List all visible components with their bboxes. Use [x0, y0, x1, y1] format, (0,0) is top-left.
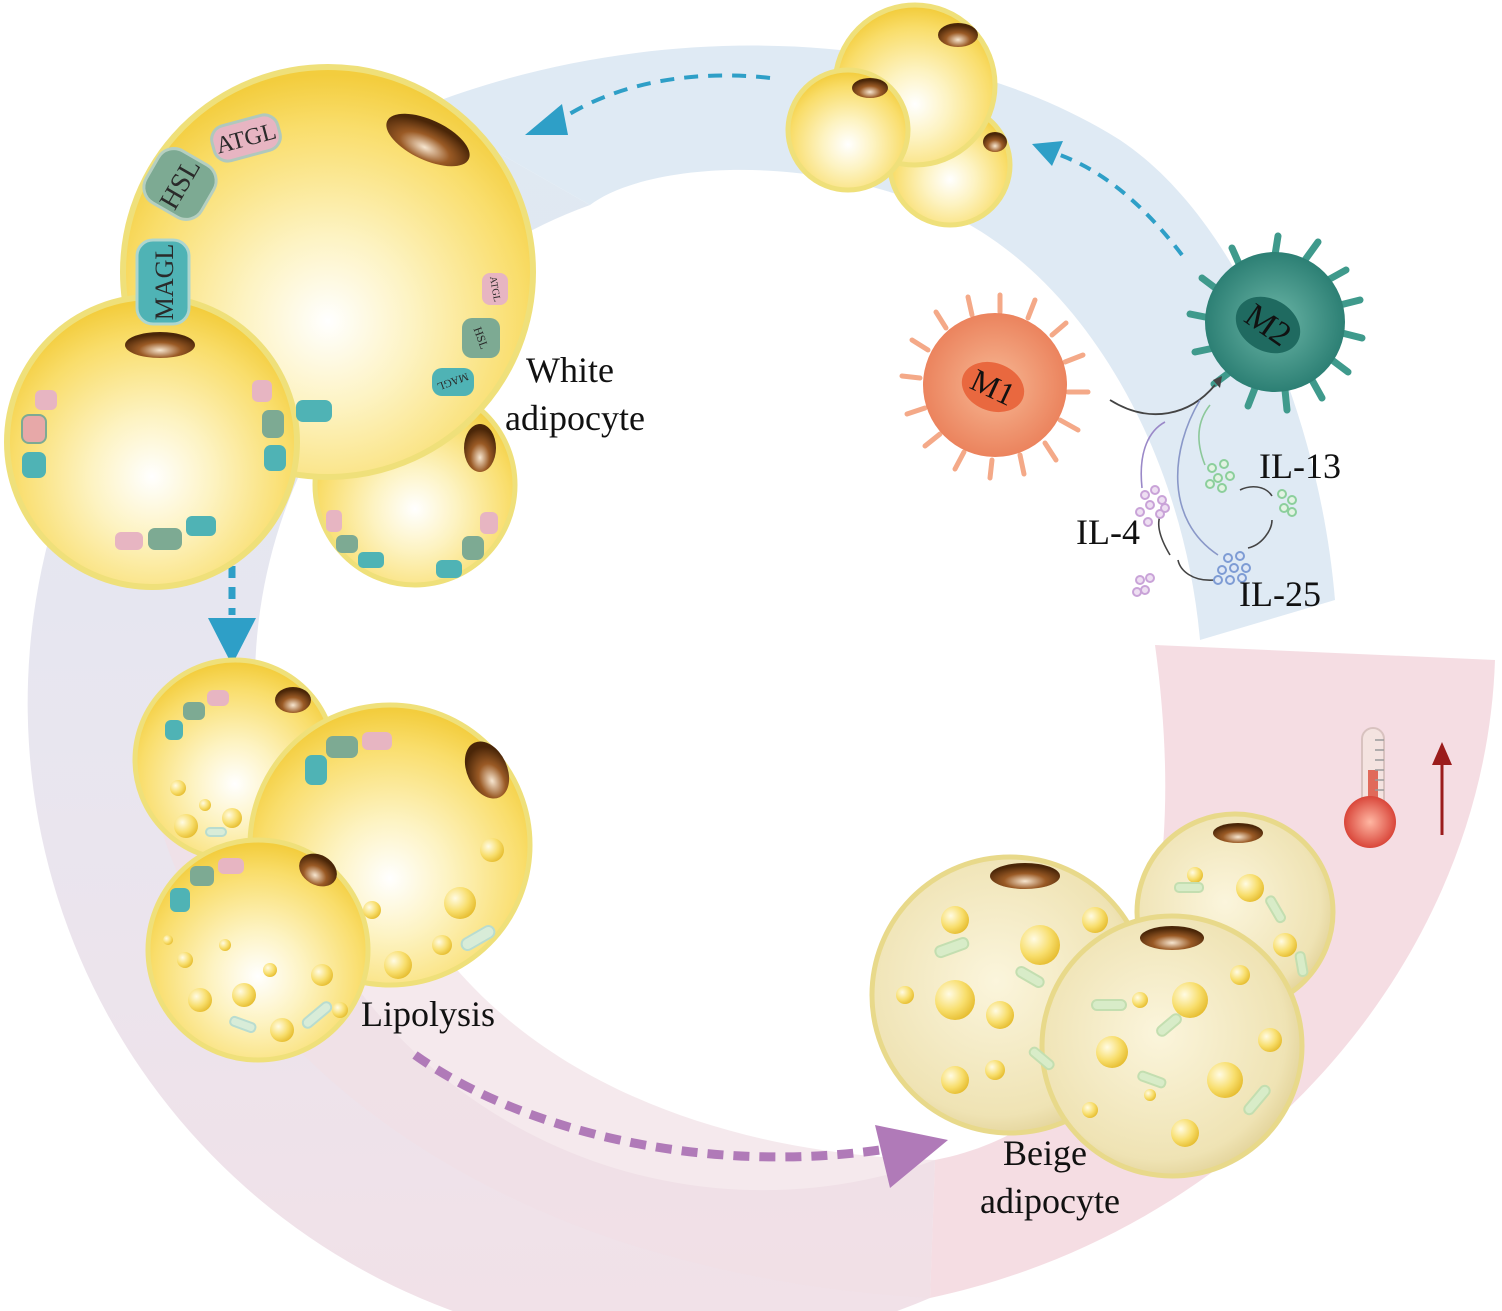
arrow-to-white-adipocyte	[525, 73, 771, 135]
beige-adipocyte-group	[869, 811, 1336, 1179]
il4-label: IL-4	[1076, 512, 1140, 552]
lipid-droplets-beige	[896, 867, 1297, 1147]
white-adipocyte-label-line2: adipocyte	[505, 398, 645, 438]
magl-enzyme-large: MAGL	[135, 238, 191, 326]
ring-top-arc-blue	[420, 45, 1335, 641]
left-cell-enzymes	[21, 380, 332, 550]
white-adipocyte-group: ATGL HSL MAGL ATGL HSL MAGL	[4, 64, 536, 590]
temperature-increase-arrow-icon	[1432, 742, 1452, 835]
il13-label: IL-13	[1259, 446, 1341, 486]
magl-label-large: MAGL	[150, 244, 179, 321]
white-adipocyte-label-line1: White	[526, 350, 614, 390]
mitochondria-beige	[934, 882, 1309, 1116]
atgl-enzyme-small: ATGL	[482, 273, 508, 305]
m1-to-m2-polarization-arrow	[1109, 384, 1216, 416]
hsl-enzyme-large: HSL	[142, 147, 218, 221]
m2-macrophage: M2	[1186, 232, 1366, 414]
il25-label: IL-25	[1239, 574, 1321, 614]
il4-particles	[1132, 485, 1170, 597]
lipid-droplets-lipolysis	[163, 780, 504, 1042]
right-cell-enzymes	[326, 510, 498, 578]
lipolysis-enzymes	[165, 690, 392, 912]
m1-macrophage: M1	[899, 292, 1091, 481]
thermometer-icon	[1344, 727, 1396, 848]
il13-particles	[1205, 459, 1297, 517]
beige-adipocyte-label-line1: Beige	[1003, 1133, 1087, 1173]
arrow-m2-to-cluster	[1032, 141, 1184, 257]
arrow-lipolysis-to-beige	[412, 1051, 948, 1188]
magl-enzyme-small: MAGL	[432, 368, 474, 396]
beige-adipocyte-label-line2: adipocyte	[980, 1181, 1120, 1221]
small-adipocyte-cluster	[785, 2, 1013, 228]
polarization-arrowhead	[1213, 376, 1222, 388]
atgl-enzyme-large: ATGL	[210, 113, 282, 163]
lipolysis-cell-group	[132, 657, 533, 1063]
hsl-enzyme-small: HSL	[462, 318, 500, 358]
atgl-label-small: ATGL	[487, 276, 502, 303]
mitochondria-lipolysis	[205, 827, 496, 1034]
il25-particles	[1213, 551, 1251, 585]
lipolysis-label: Lipolysis	[361, 994, 495, 1034]
